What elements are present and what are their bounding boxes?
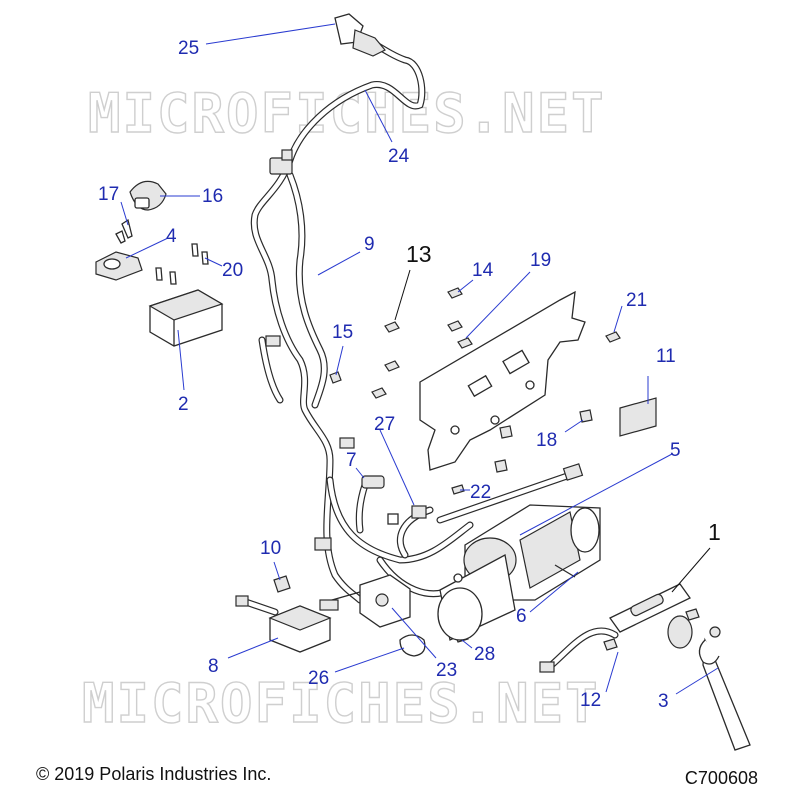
mounting-plate (419, 290, 586, 471)
clip-10 (273, 575, 291, 593)
switch-8 (235, 595, 332, 653)
callout-10: 10 (260, 538, 281, 559)
callout-2: 2 (178, 394, 189, 415)
callout-4: 4 (166, 226, 177, 247)
wiring-harness (250, 13, 474, 604)
callout-23: 23 (436, 660, 457, 681)
callout-6: 6 (516, 606, 527, 627)
winch-cable-end (539, 627, 619, 673)
hook-strap (698, 626, 751, 751)
watermark-top: MICROFICHES.NET (88, 82, 606, 145)
connector-27 (387, 505, 427, 525)
callout-labels: 1 2 3 4 5 6 7 8 9 10 11 12 13 14 15 16 1… (98, 38, 721, 712)
connector-7 (355, 475, 385, 534)
callout-16: 16 (202, 186, 223, 207)
contactor (319, 574, 411, 628)
control-module (148, 289, 224, 347)
leader-lines (120, 23, 719, 695)
callout-22: 22 (470, 482, 491, 503)
callout-24: 24 (388, 146, 410, 167)
callout-13: 13 (406, 241, 432, 267)
callout-21: 21 (626, 290, 647, 311)
callout-3: 3 (658, 691, 669, 712)
roller-fairlead (609, 583, 693, 649)
callout-9: 9 (364, 234, 375, 255)
callout-12: 12 (580, 690, 601, 711)
watermark-bottom: MICROFICHES.NET (82, 672, 600, 735)
callout-11: 11 (656, 346, 676, 367)
callout-26: 26 (308, 668, 329, 689)
callout-15: 15 (332, 322, 353, 343)
callout-7: 7 (346, 450, 357, 471)
callout-19: 19 (530, 250, 551, 271)
circuit-breaker (95, 251, 143, 281)
callout-5: 5 (670, 440, 681, 461)
relay-cover (129, 180, 167, 211)
callout-25: 25 (178, 38, 199, 59)
winch (437, 504, 601, 641)
diagram-id: C700608 (684, 768, 758, 788)
screws-20 (155, 243, 209, 285)
copyright-notice: © 2019 Polaris Industries Inc. (36, 764, 272, 784)
callout-17: 17 (98, 184, 119, 205)
decal-11 (619, 397, 657, 437)
screws-17 (115, 218, 133, 244)
callout-28: 28 (474, 644, 495, 665)
callout-14: 14 (472, 260, 494, 281)
bolts (329, 287, 700, 651)
grommet-26 (399, 634, 426, 657)
callout-27: 27 (374, 414, 395, 435)
callout-20: 20 (222, 260, 243, 281)
callout-1: 1 (708, 519, 721, 545)
callout-18: 18 (536, 430, 557, 451)
callout-8: 8 (208, 656, 219, 677)
